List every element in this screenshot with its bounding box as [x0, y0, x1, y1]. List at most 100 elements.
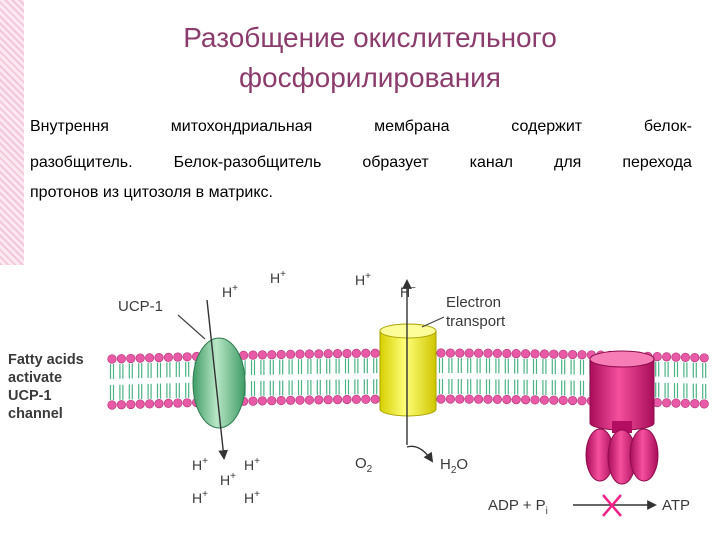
lipid-head — [135, 353, 145, 363]
lipid-head — [126, 399, 136, 410]
lipid-head — [558, 349, 568, 359]
proton-label: H+ — [192, 456, 208, 473]
lipid-head — [502, 348, 512, 359]
proton-label: H+ — [244, 489, 260, 506]
electron-transport-top — [379, 323, 437, 339]
lipid-head — [295, 349, 305, 359]
lipid-head — [671, 352, 681, 362]
lipid-head — [154, 353, 164, 363]
lipid-head — [699, 399, 709, 409]
lipid-head — [549, 349, 559, 359]
atp-synthase-head — [629, 428, 659, 482]
word: перехода — [622, 154, 692, 171]
proton-label: H+ — [355, 271, 371, 288]
lipid-head — [530, 395, 540, 405]
proton-label: H+ — [244, 456, 260, 473]
lipid-head — [455, 394, 465, 404]
lipid-head — [163, 352, 173, 362]
lipid-head — [323, 349, 333, 359]
atp-label: ATP — [662, 497, 690, 514]
lipid-head — [436, 348, 446, 358]
o2-label: O2 — [355, 455, 373, 475]
lipid-head — [342, 394, 352, 405]
lipid-head — [182, 352, 192, 362]
word: митохондриальная — [170, 118, 313, 135]
lipid-head — [154, 399, 164, 409]
lipid-head — [567, 349, 578, 360]
lipid-head — [492, 394, 503, 404]
word: канал — [469, 154, 513, 171]
o2-to-h2o-arrow — [406, 445, 434, 463]
lipid-head — [690, 353, 700, 363]
title-line-1: Разобщение окислительного — [183, 22, 557, 53]
lipid-head — [126, 353, 136, 364]
lipid-head — [314, 395, 324, 405]
lipid-head — [351, 348, 362, 358]
word: белок- — [643, 118, 692, 135]
electron-transport-pointer — [421, 316, 445, 328]
text-line-1: Внутрення митохондриальная мембрана соде… — [30, 118, 692, 140]
proton-label: H+ — [222, 283, 238, 300]
blocked-x-icon — [602, 494, 622, 517]
lipid-head — [116, 400, 126, 410]
lipid-head — [267, 350, 277, 360]
word: для — [554, 154, 582, 171]
h2o-label: H2O — [440, 456, 468, 476]
lipid-head — [145, 353, 155, 363]
lipid-head — [474, 348, 484, 358]
word: Внутрення — [30, 118, 109, 135]
lipid-head — [539, 395, 550, 405]
lipid-head — [445, 348, 456, 358]
lipid-head — [671, 398, 681, 408]
lipid-head — [445, 394, 456, 404]
word: содержит — [511, 118, 583, 135]
lipid-head — [436, 394, 446, 404]
ucp-1-protein — [192, 337, 246, 429]
proton-label: H+ — [192, 489, 208, 506]
lipid-head — [304, 349, 315, 359]
lipid-head — [333, 394, 343, 405]
lipid-head — [323, 395, 333, 405]
lipid-head — [520, 395, 531, 405]
lipid-head — [116, 354, 126, 364]
word: разобщитель. — [30, 154, 133, 171]
atp-synthase-stalk — [589, 358, 655, 431]
lipid-head — [464, 348, 474, 358]
lipid-head — [370, 394, 380, 404]
lipid-head — [680, 398, 691, 408]
word: образует — [362, 154, 429, 171]
lipid-head — [248, 350, 258, 360]
lipid-head — [107, 354, 117, 364]
proton-arrow-ucp — [206, 299, 229, 460]
lipid-head — [699, 353, 709, 363]
slide-title: Разобщение окислительного фосфорилирован… — [110, 18, 630, 98]
lipid-head — [474, 394, 484, 404]
lipid-head — [492, 348, 503, 358]
fatty-acids-label: Fatty acids activate UCP-1 channel — [8, 352, 88, 422]
lipid-head — [267, 396, 277, 406]
lipid-head — [577, 396, 587, 406]
electron-transport-complex — [379, 330, 437, 417]
lipid-head — [539, 349, 550, 359]
lipid-head — [520, 349, 531, 359]
atp-synthase — [585, 350, 659, 485]
lipid-head — [351, 394, 362, 404]
lipid-head — [248, 396, 258, 406]
lipid-head — [173, 398, 183, 408]
lipid-head — [464, 394, 474, 404]
lipid-head — [276, 395, 286, 406]
lipid-head — [530, 349, 540, 359]
lipid-head — [333, 348, 343, 359]
lipid-head — [511, 394, 521, 405]
lipid-head — [257, 350, 268, 360]
ucp-pointer-line — [177, 314, 206, 340]
uncoupling-diagram: Fatty acids activate UCP-1 channel UCP-1… — [8, 269, 709, 517]
proton-label: H+ — [270, 269, 286, 286]
lipid-head — [690, 399, 700, 409]
atp-synthase-top — [589, 350, 655, 368]
lipid-head — [295, 395, 305, 405]
lipid-head — [135, 399, 145, 409]
lipid-head — [173, 352, 183, 362]
word: Белок-разобщитель — [173, 154, 322, 171]
lipid-head — [680, 352, 691, 362]
